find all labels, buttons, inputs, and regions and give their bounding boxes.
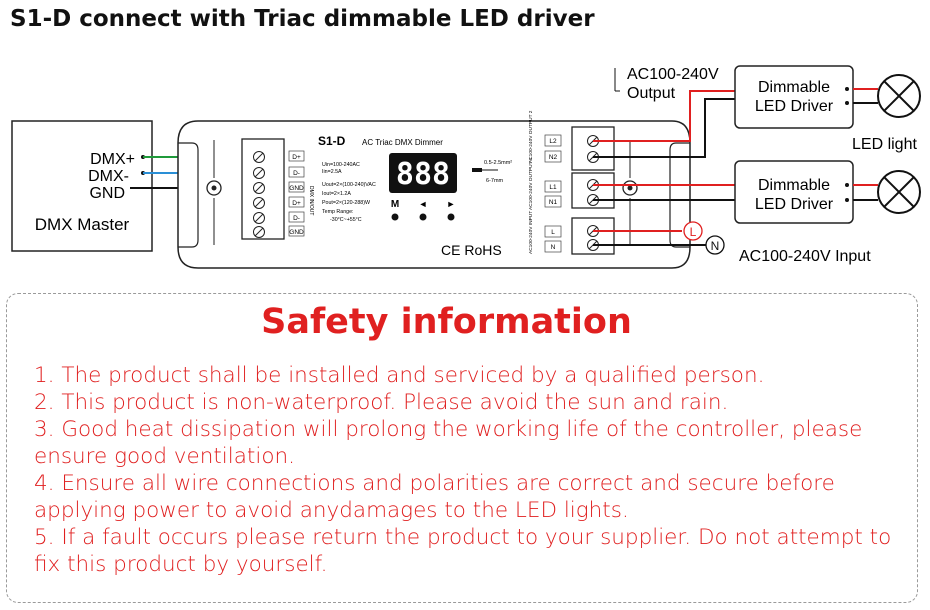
- safety-item: 2. This product is non-waterproof. Pleas…: [34, 390, 729, 415]
- device-subtitle: AC Triac DMX Dimmer: [362, 138, 443, 147]
- svg-text:Dimmable: Dimmable: [758, 177, 830, 194]
- led-lamp-top-icon: [877, 74, 921, 118]
- dmx-terminal-screws: [253, 151, 265, 238]
- ac-terminal-blocks: [571, 126, 615, 255]
- term-n1: N1: [549, 199, 558, 206]
- svg-text:Iout=2×1.2A: Iout=2×1.2A: [322, 191, 351, 197]
- svg-text:Dimmable: Dimmable: [758, 79, 830, 96]
- svg-text:D+: D+: [292, 154, 301, 161]
- svg-text:Iin=2.5A: Iin=2.5A: [322, 169, 342, 175]
- wire-gauge-1: 0.5-2.5mm²: [484, 160, 512, 166]
- led-light-label: LED light: [852, 136, 917, 153]
- input-side-label: AC100-240V INPUT: [528, 211, 534, 254]
- input-n-marker: [705, 235, 725, 255]
- safety-list: 1. The product shall be installed and se…: [34, 362, 918, 578]
- safety-item: 3. Good heat dissipation will prolong th…: [34, 417, 863, 469]
- svg-text:Pout=2×(120-288)W: Pout=2×(120-288)W: [322, 200, 370, 206]
- dmx-master-box: [11, 120, 153, 252]
- svg-text:D-: D-: [293, 170, 300, 177]
- ac-input-label: AC100-240V Input: [739, 248, 871, 265]
- svg-text:LED Driver: LED Driver: [755, 98, 834, 115]
- button-right[interactable]: [447, 213, 455, 221]
- button-left[interactable]: [419, 213, 427, 221]
- input-l-marker: [683, 221, 703, 241]
- output2-neutral-wire: [593, 98, 735, 158]
- safety-item: 1. The product shall be installed and se…: [34, 363, 765, 388]
- svg-text:D-: D-: [293, 215, 300, 222]
- svg-text:N: N: [711, 239, 720, 253]
- safety-item: 5. If a fault occurs please return the p…: [34, 525, 892, 577]
- device-specs: Uin=100-240AC Iin=2.5A Uout=2×(100-240)V…: [322, 162, 376, 223]
- term-l: L: [551, 229, 555, 236]
- dmx-pin-gnd: GND: [89, 185, 125, 202]
- ac-output-label-2: Output: [627, 85, 676, 102]
- s1-d-device: D+ D- GND D+ D- GND DMX IN/OUT S1-D AC T…: [177, 110, 691, 269]
- display-digits: 888: [396, 157, 450, 192]
- button-right-label: ►: [447, 199, 456, 209]
- svg-text:L: L: [690, 225, 697, 239]
- driver-box-bottom: [734, 160, 854, 224]
- button-left-label: ◄: [419, 199, 428, 209]
- dmx-side-label: DMX IN/OUT: [308, 186, 314, 215]
- wire-gauge-2: 6-7mm: [486, 178, 504, 184]
- safety-heading: Safety information: [261, 302, 632, 342]
- driver-box-top: [734, 65, 854, 129]
- svg-text:Uout=2×(100-240)VAC: Uout=2×(100-240)VAC: [322, 182, 376, 188]
- led-lamp-bottom-icon: [877, 170, 921, 214]
- svg-text:-30°C~+55°C: -30°C~+55°C: [330, 217, 362, 223]
- wiring-diagram: DMX Master DMX+ DMX- GND D+: [11, 65, 921, 269]
- dmx-terminal-labels: D+ D- GND D+ D- GND: [288, 150, 305, 237]
- svg-text:GND: GND: [289, 185, 304, 192]
- svg-text:Temp Range:: Temp Range:: [322, 209, 354, 215]
- svg-text:Uin=100-240AC: Uin=100-240AC: [322, 162, 360, 168]
- button-m-label: M: [391, 199, 399, 210]
- dmx-pin-minus: DMX-: [88, 168, 129, 185]
- dmx-pin-plus: DMX+: [90, 151, 135, 168]
- output2-side-label: AC100-240V OUTPUT 2: [528, 110, 534, 163]
- svg-text:D+: D+: [292, 200, 301, 207]
- button-m[interactable]: [391, 213, 399, 221]
- dmx-master-label: DMX Master: [35, 215, 130, 234]
- safety-item: 4. Ensure all wire connections and polar…: [34, 471, 835, 523]
- safety-info-panel: [6, 293, 918, 603]
- svg-text:GND: GND: [289, 229, 304, 236]
- term-l2: L2: [549, 138, 557, 145]
- device-model: S1-D: [318, 134, 346, 148]
- output2-live-wire: [593, 90, 735, 142]
- page-title: S1-D connect with Triac dimmable LED dri…: [10, 6, 595, 32]
- svg-text:LED Driver: LED Driver: [755, 196, 834, 213]
- output1-side-label: AC100-240V OUTPUT 1: [528, 157, 534, 210]
- ac-output-label-1: AC100-240V: [627, 66, 719, 83]
- term-n2: N2: [549, 154, 558, 161]
- term-n: N: [551, 244, 556, 251]
- ce-rohs-mark: CE RoHS: [441, 242, 502, 258]
- term-l1: L1: [549, 184, 557, 191]
- led-display: [389, 153, 457, 193]
